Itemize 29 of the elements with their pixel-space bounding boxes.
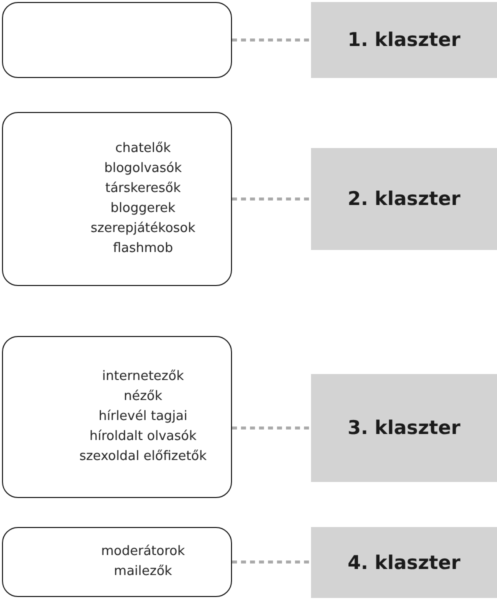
rounded-box xyxy=(2,112,232,286)
rounded-box xyxy=(2,527,232,597)
list-item: szerepjátékosok xyxy=(90,220,196,238)
list-item: internetezők xyxy=(102,368,184,386)
list-item: társkeresők xyxy=(105,180,181,198)
cluster-title: 2. klaszter xyxy=(348,188,460,210)
list-item: chatelők xyxy=(115,140,171,158)
list-item: hírlevél tagjai xyxy=(98,408,188,426)
rounded-box xyxy=(2,2,232,78)
cluster-panel xyxy=(311,2,497,78)
dashed-connector xyxy=(232,38,311,42)
cluster-panel xyxy=(311,527,497,598)
dashed-connector xyxy=(232,560,311,564)
cluster-title: 4. klaszter xyxy=(348,552,460,574)
list-item: híroldalt olvasók xyxy=(89,428,196,446)
list-item: flashmob xyxy=(112,240,174,258)
cluster-panel xyxy=(311,148,497,250)
cluster-title: 1. klaszter xyxy=(348,29,460,51)
cluster-panel xyxy=(311,374,497,482)
list-item: nézők xyxy=(124,388,162,406)
list-item: mailezők xyxy=(114,563,172,581)
cluster-title: 3. klaszter xyxy=(348,417,460,439)
list-item: szexoldal előfizetők xyxy=(79,448,207,466)
list-item: bloggerek xyxy=(110,200,176,218)
list-item: moderátorok xyxy=(101,543,185,561)
list-item: blogolvasók xyxy=(104,160,182,178)
rounded-box xyxy=(2,336,232,498)
dashed-connector xyxy=(232,198,311,200)
dashed-connector xyxy=(232,426,311,430)
